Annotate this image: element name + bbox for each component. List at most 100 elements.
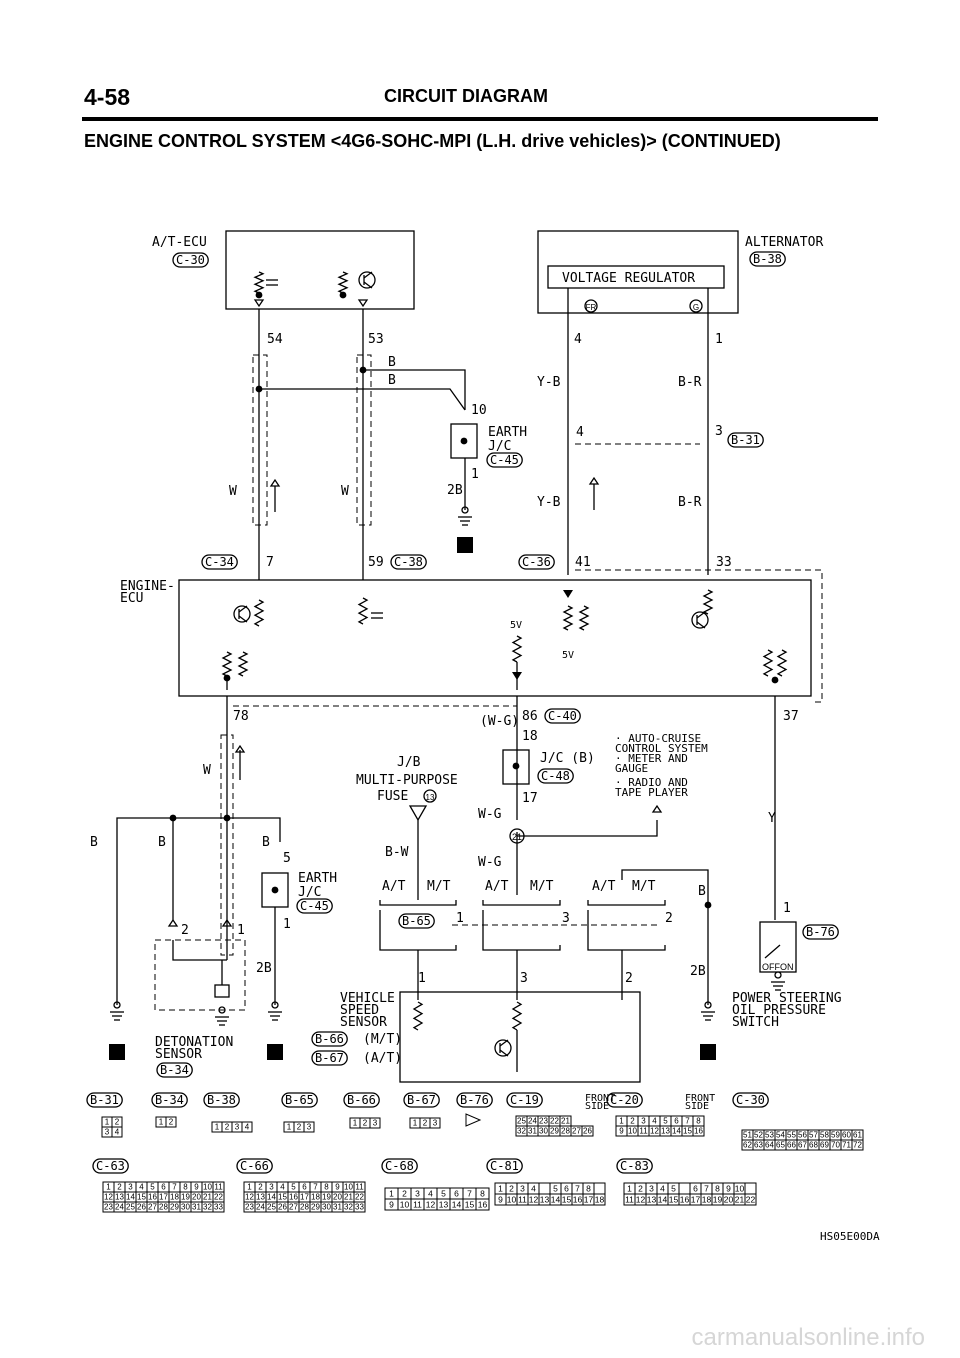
at-ecu-transistor-body — [358, 271, 376, 289]
conn-c68-pin-11: 11 — [413, 1200, 422, 1210]
conn-b76 — [465, 1113, 482, 1127]
ecu-resistor-2 — [357, 597, 369, 625]
notes-arrow — [651, 804, 663, 813]
conn-c63-pin-18: 18 — [170, 1193, 179, 1202]
det-pin-1: 1 — [237, 923, 245, 938]
conn-c19-bottom-pin-32: 32 — [517, 1127, 526, 1136]
connector-C-81-id: C-81 — [490, 1159, 519, 1173]
conn-c30-top-pin-52: 52 — [754, 1131, 763, 1140]
connector-B-65-id-frame — [281, 1092, 318, 1108]
conn-c81-pin-4: 4 — [531, 1184, 536, 1194]
connector-B-66-id-frame — [343, 1092, 380, 1108]
connector-c34-id-frame — [201, 554, 238, 570]
alternator-connector-id-frame — [749, 251, 786, 267]
conn-c83-pin-9: 9 — [726, 1184, 731, 1194]
conn-c68-pin-9: 9 — [389, 1200, 394, 1210]
conn-c30-top-pin-61: 61 — [853, 1131, 862, 1140]
vss-connector-at-id-frame — [311, 1050, 348, 1066]
conn-c30-top-pin-51: 51 — [743, 1131, 752, 1140]
conn-c81-pin-11: 11 — [518, 1195, 527, 1205]
conn-c83-pin-2: 2 — [638, 1184, 643, 1194]
conn-c66-pin-29: 29 — [311, 1203, 320, 1212]
conn-b67-pin-2: 2 — [423, 1119, 428, 1128]
conn-b66-pin-1: 1 — [353, 1119, 358, 1128]
conn-b38-frame — [211, 1121, 253, 1133]
conn-b31-pin-4: 4 — [115, 1128, 120, 1137]
vss-box — [399, 991, 641, 1083]
conn-c19-top-pin-22: 22 — [550, 1117, 559, 1126]
conn-c30-top-pin-60: 60 — [842, 1131, 851, 1140]
conn-c66-pin-1: 1 — [247, 1183, 252, 1192]
vr-g-label: G — [693, 303, 699, 312]
conn-c20-bottom-pin-15: 15 — [683, 1127, 692, 1136]
conn-c63-pin-17: 17 — [159, 1193, 168, 1202]
wire-yb-label-1: Y-B — [537, 375, 561, 390]
conn-c68-pin-16: 16 — [478, 1200, 488, 1210]
earth-jc-2-label: EARTH — [298, 871, 337, 886]
conn-c66-pin-20: 20 — [333, 1193, 342, 1202]
ecu-diode-2 — [563, 590, 573, 598]
vss-sensor-pin-3: 3 — [520, 971, 528, 986]
circle-21-label: 21 — [512, 832, 522, 842]
connector-c36-id: C-36 — [522, 555, 551, 569]
note-line-1: CONTROL SYSTEM — [615, 742, 708, 755]
conn-c66-pin-14: 14 — [267, 1193, 276, 1202]
conn-c63-frame — [102, 1181, 225, 1213]
conn-b65-pin-3: 3 — [307, 1123, 312, 1132]
conn-c30-bottom-pin-67: 67 — [798, 1141, 807, 1150]
filled-layer — [109, 291, 779, 1060]
conn-c63-pin-8: 8 — [183, 1183, 188, 1192]
conn-c81-pin-8: 8 — [586, 1184, 591, 1194]
conn-c19-bottom-pin-27: 27 — [572, 1127, 581, 1136]
conn-c19-top-pin-23: 23 — [539, 1117, 548, 1126]
diagram-subtitle: ENGINE CONTROL SYSTEM <4G6-SOHC-MPI (L.H… — [84, 131, 781, 151]
connector-C-66-id-frame — [236, 1158, 273, 1174]
shield-arrowhead-2 — [588, 476, 600, 485]
det-pin-2: 2 — [181, 923, 189, 938]
conn-c20-bottom-frame — [615, 1125, 705, 1137]
shield-54 — [252, 354, 268, 526]
vss-sensor-pin-2: 2 — [625, 971, 633, 986]
at-ecu-pin-arrow-1 — [253, 299, 265, 308]
earth-jc-1-connector-id-frame — [486, 452, 523, 468]
wire-b-main — [116, 817, 281, 1005]
at-ecu-connector-id-frame — [172, 252, 209, 268]
wire-2b-label-3: 2B — [690, 964, 706, 979]
conn-c63-pin-19: 19 — [181, 1193, 190, 1202]
earth-jc-1-label-b: J/C — [488, 439, 511, 454]
five-v-label-1: 5V — [510, 620, 522, 631]
conn-c66-pin-27: 27 — [289, 1203, 298, 1212]
conn-c66-pin-4: 4 — [280, 1183, 285, 1192]
pin-18: 18 — [522, 729, 538, 744]
ecu-transistor-2-emitter — [696, 621, 706, 629]
conn-c66-pin-13: 13 — [256, 1193, 265, 1202]
voltage-regulator-label: VOLTAGE REGULATOR — [562, 271, 695, 286]
at-ecu-transistor-emitter — [363, 281, 373, 289]
fuse-number: 13 — [426, 793, 435, 802]
earth-jc-1-dot — [460, 437, 468, 445]
det-pin-2-arrow — [167, 918, 179, 927]
vss-bracket-1 — [379, 900, 457, 906]
mt-label-3: M/T — [632, 879, 656, 894]
conn-c20-bottom-pin-11: 11 — [639, 1127, 648, 1136]
ecu-transistor-1-emitter — [238, 615, 248, 623]
wiring-layer — [86, 230, 839, 1174]
conn-c83-cell-0-5 — [678, 1182, 691, 1195]
wire-b-label-1: B — [388, 355, 396, 370]
conn-c81-pin-12: 12 — [529, 1195, 539, 1205]
conn-c63-pin-32: 32 — [203, 1203, 212, 1212]
conn-c20-top-pin-5: 5 — [663, 1117, 668, 1126]
page-number: 4-58 — [84, 84, 131, 110]
conn-c83-pin-17: 17 — [691, 1195, 701, 1205]
pin-3: 3 — [715, 424, 723, 439]
ecu-resistor-3 — [221, 651, 233, 677]
wire-vss-b — [621, 869, 709, 1005]
vss-bracket-3 — [587, 900, 666, 906]
earth-jc-1-connector-id: C-45 — [490, 453, 519, 467]
vss-connector-mt-id-frame — [311, 1031, 348, 1047]
conn-c30-top-pin-55: 55 — [787, 1131, 796, 1140]
conn-c83-pin-3: 3 — [649, 1184, 654, 1194]
conn-b66-pin-3: 3 — [373, 1119, 378, 1128]
vss-pin-2: 2 — [665, 911, 673, 926]
